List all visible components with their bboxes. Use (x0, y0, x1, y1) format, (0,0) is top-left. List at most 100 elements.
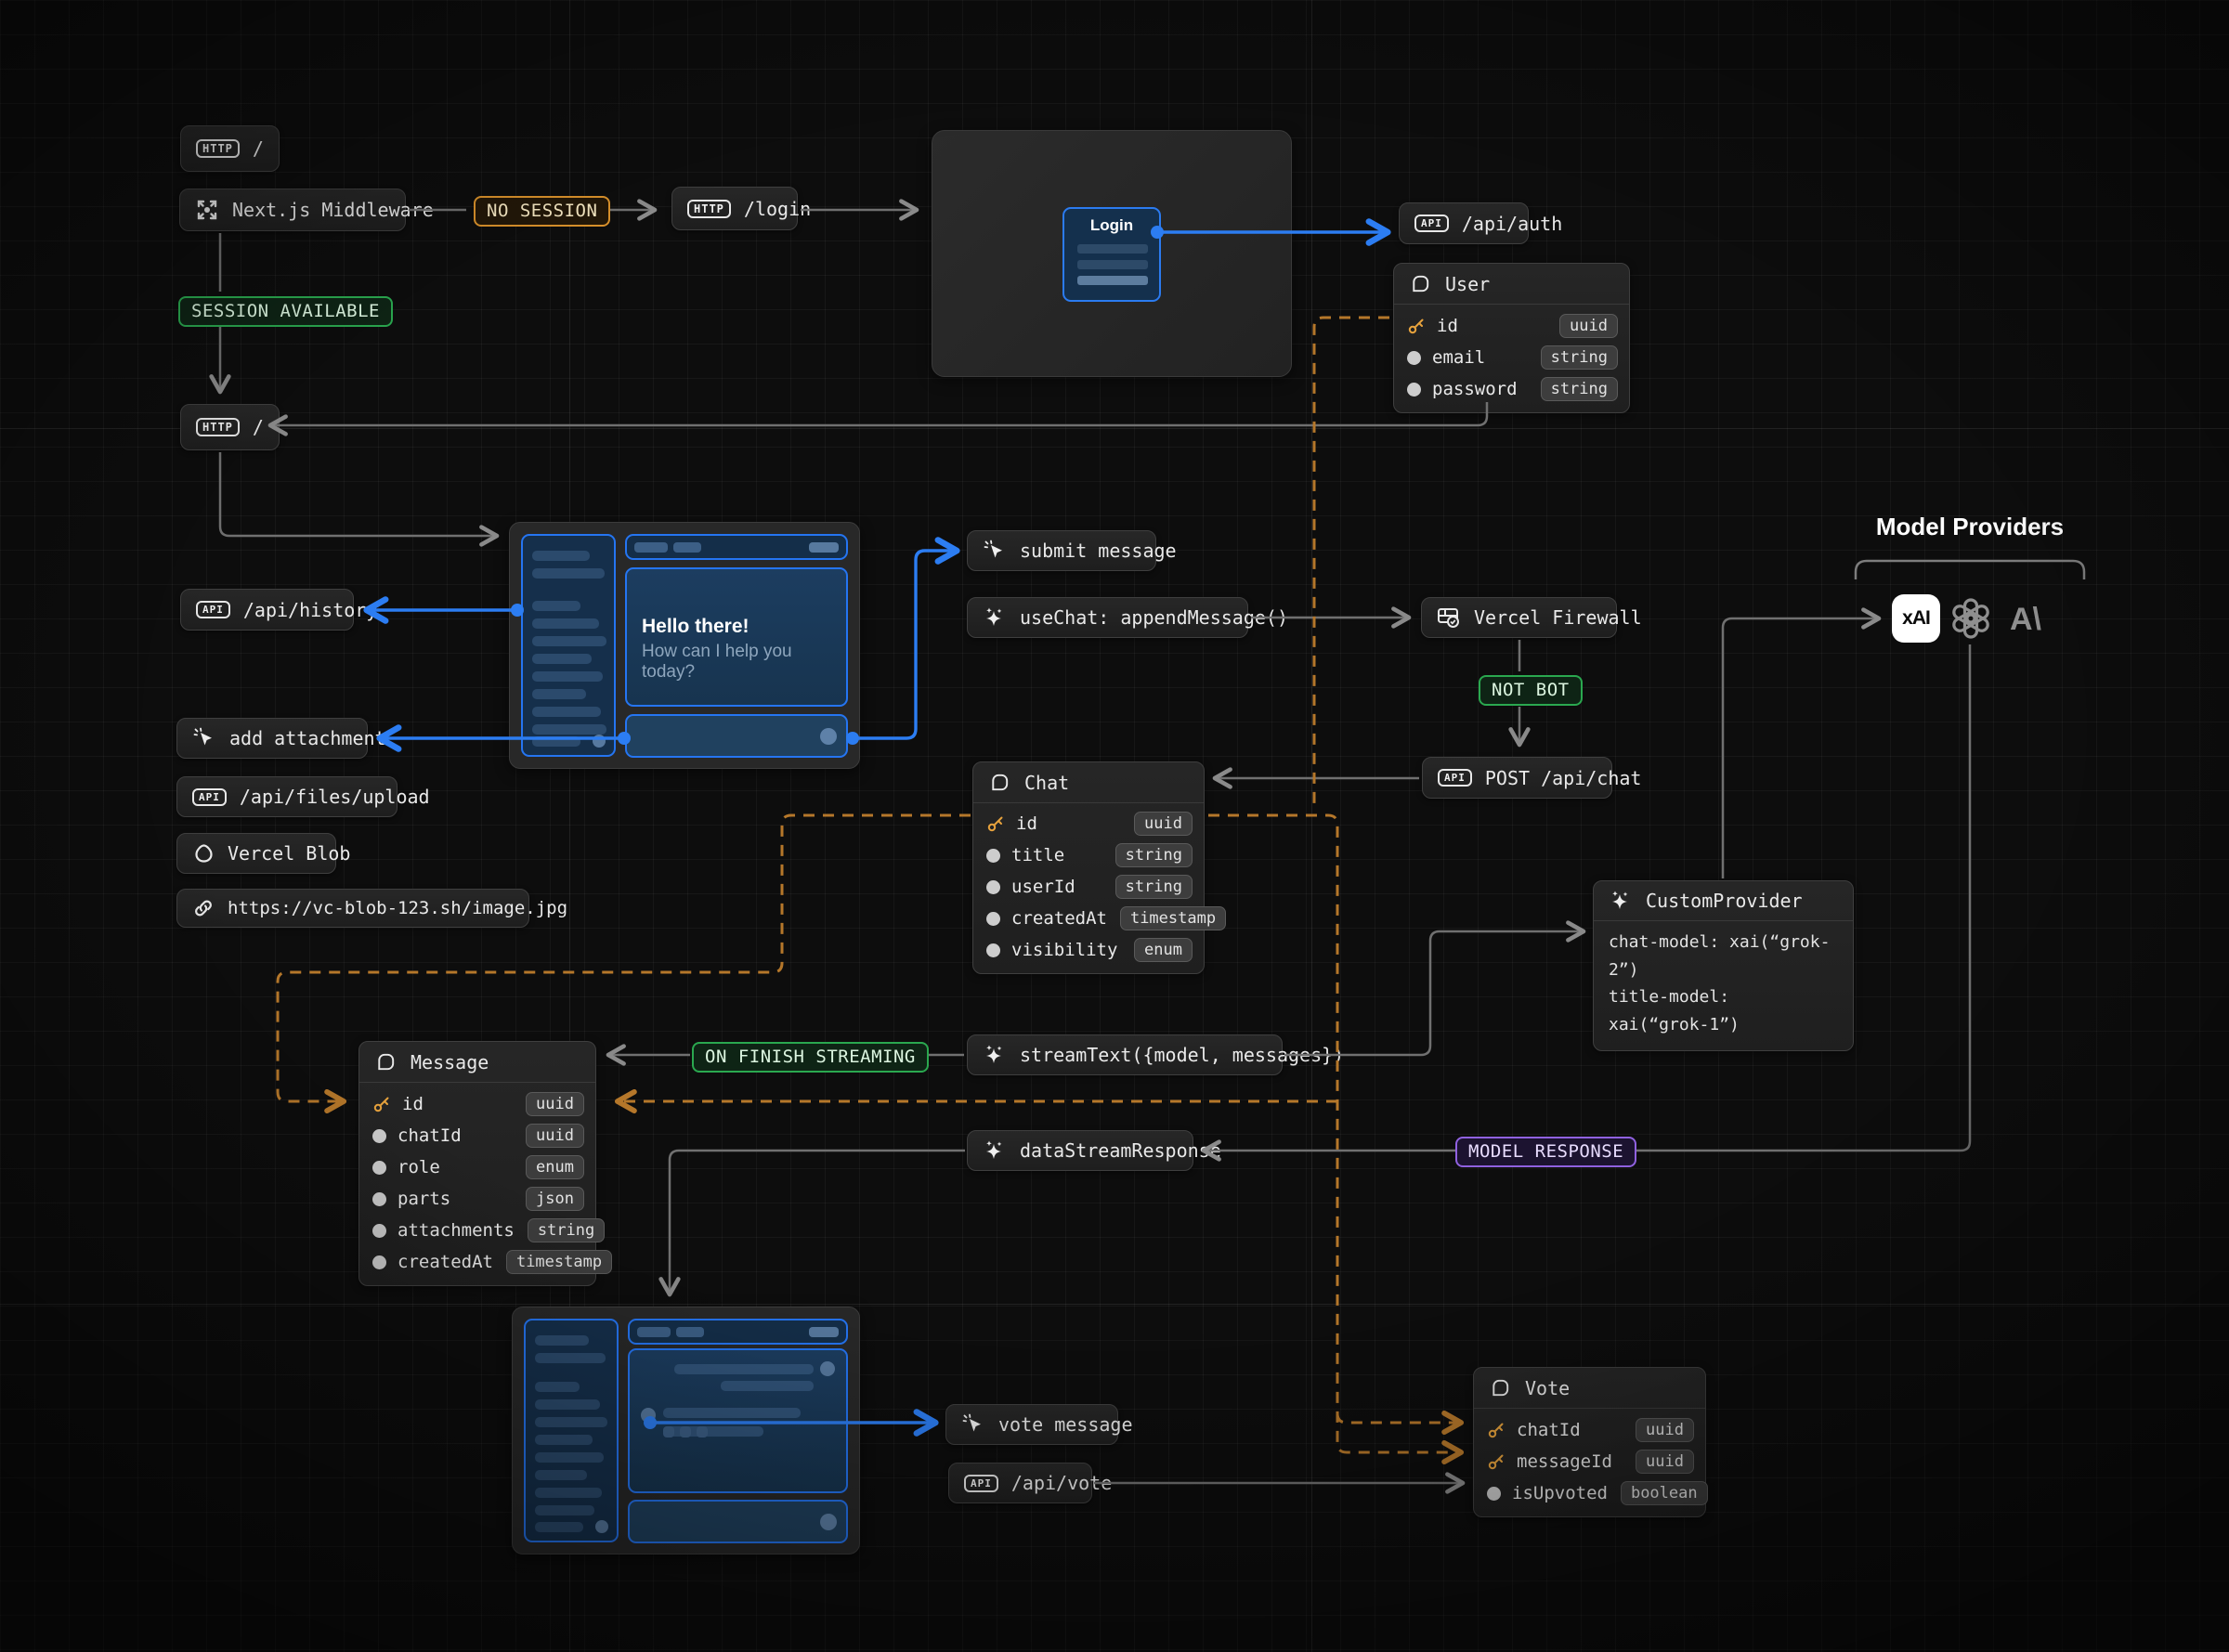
type-badge: uuid (526, 1092, 584, 1116)
send-button-skeleton (820, 727, 837, 745)
table-title: Chat (1024, 771, 1070, 794)
table-row: id uuid (973, 808, 1204, 839)
http-login-node: HTTP /login (671, 187, 811, 230)
table-row: parts json (359, 1183, 595, 1215)
table-icon (374, 1050, 398, 1073)
chat-table: Chat id uuid title string userId string … (972, 761, 1227, 974)
column-name: parts (398, 1189, 451, 1209)
column-name: chatId (1517, 1420, 1581, 1440)
chat-ui-mockup-1: Hello there! How can I help you today? (509, 522, 860, 769)
sparkles-icon (983, 1043, 1007, 1067)
table-row: createdAt timestamp (973, 903, 1227, 934)
model-providers-title: Model Providers (1875, 513, 2065, 540)
key-icon (372, 1095, 391, 1113)
avatar (593, 735, 606, 748)
column-icon (372, 1255, 386, 1269)
login-title: Login (1089, 216, 1134, 234)
table-icon (988, 771, 1011, 794)
node-label: / (252, 416, 264, 438)
column-name: email (1432, 347, 1486, 368)
chat-messages-panel (628, 1348, 848, 1493)
table-row: createdAt timestamp (359, 1246, 613, 1278)
column-name: messageId (1517, 1451, 1612, 1472)
column-name: chatId (398, 1125, 462, 1146)
key-icon (986, 814, 1005, 833)
node-label: https://vc-blob-123.sh/image.jpg (228, 898, 568, 918)
column-name: isUpvoted (1512, 1483, 1608, 1503)
column-icon (372, 1128, 386, 1143)
user-message-skeleton (674, 1363, 814, 1374)
xai-logo-icon: xAI (1892, 594, 1940, 643)
node-label: Vercel Blob (228, 842, 351, 865)
chat-ui-mockup-2 (512, 1307, 860, 1554)
api-files-upload-node: API /api/files/upload (176, 776, 430, 817)
column-name: id (1016, 813, 1037, 834)
table-row: chatId uuid (359, 1120, 595, 1151)
type-badge: string (1114, 843, 1193, 867)
openai-logo-icon (1948, 595, 1994, 642)
table-row: title string (973, 839, 1204, 871)
type-badge: uuid (1636, 1418, 1694, 1442)
avatar (595, 1520, 608, 1533)
node-label: streamText({model, messages}) (1020, 1044, 1345, 1066)
vercel-firewall-node: Vercel Firewall (1421, 597, 1642, 638)
vote-message-node: vote message (945, 1404, 1133, 1445)
post-api-chat-node: API POST /api/chat (1422, 757, 1641, 799)
column-icon (1407, 350, 1421, 365)
blob-url-node: https://vc-blob-123.sh/image.jpg (176, 889, 567, 928)
http-root-node-2: HTTP / (180, 404, 280, 450)
type-badge: boolean (1620, 1481, 1708, 1505)
table-title: Vote (1525, 1376, 1571, 1399)
greeting-subtitle: How can I help you today? (642, 642, 792, 682)
node-label: CustomProvider (1646, 890, 1803, 912)
type-badge: uuid (1134, 812, 1193, 836)
table-row: role enum (359, 1151, 595, 1183)
not-bot-badge: NOT BOT (1479, 675, 1583, 706)
table-row: userId string (973, 871, 1204, 903)
message-table: Message id uuid chatId uuid role enum pa… (358, 1041, 613, 1286)
table-row: visibility enum (973, 934, 1204, 966)
table-title: User (1445, 272, 1491, 295)
login-input-skeleton (1077, 244, 1148, 254)
type-badge: timestamp (1119, 906, 1227, 930)
column-icon (986, 879, 1000, 894)
table-row: attachments string (359, 1215, 606, 1246)
sparkles-icon (983, 1138, 1007, 1163)
nextjs-middleware-node: Next.js Middleware (179, 189, 434, 231)
message-actions-skeleton (663, 1426, 708, 1437)
datastreamresponse-node: dataStreamResponse (967, 1130, 1221, 1171)
api-badge: API (1414, 215, 1449, 232)
node-label: /api/files/upload (239, 786, 430, 808)
no-session-badge: NO SESSION (474, 196, 611, 227)
node-label: useChat: appendMessage() (1020, 606, 1288, 629)
node-label: Vercel Firewall (1474, 606, 1642, 629)
type-badge: uuid (526, 1124, 584, 1148)
api-auth-node: API /api/auth (1399, 202, 1562, 244)
node-label: POST /api/chat (1484, 766, 1642, 789)
submit-message-node: submit message (967, 530, 1177, 571)
anthropic-logo-icon: A\ (2010, 601, 2041, 637)
column-name: id (402, 1094, 424, 1114)
column-icon (986, 943, 1000, 957)
type-badge: string (1540, 345, 1618, 370)
cursor-click-icon (961, 1412, 985, 1437)
column-icon (372, 1160, 386, 1175)
add-attachment-node: add attachment (176, 718, 386, 759)
type-badge: string (1540, 377, 1618, 401)
chat-greeting-panel: Hello there! How can I help you today? (625, 567, 848, 707)
table-row: messageId uuid (1474, 1446, 1705, 1477)
node-label: /api/vote (1010, 1472, 1113, 1494)
type-badge: enum (1134, 938, 1193, 962)
user-table: User id uuid email string password strin… (1393, 263, 1630, 413)
cursor-click-icon (192, 726, 216, 750)
column-icon (372, 1223, 386, 1238)
node-label: dataStreamResponse (1020, 1139, 1221, 1162)
node-label: /login (743, 197, 812, 220)
sparkles-icon (1609, 889, 1633, 913)
column-name: createdAt (1011, 908, 1107, 929)
login-input-skeleton (1077, 260, 1148, 269)
column-name: attachments (398, 1220, 515, 1241)
key-icon (1487, 1452, 1506, 1471)
node-label: add attachment (229, 727, 386, 749)
